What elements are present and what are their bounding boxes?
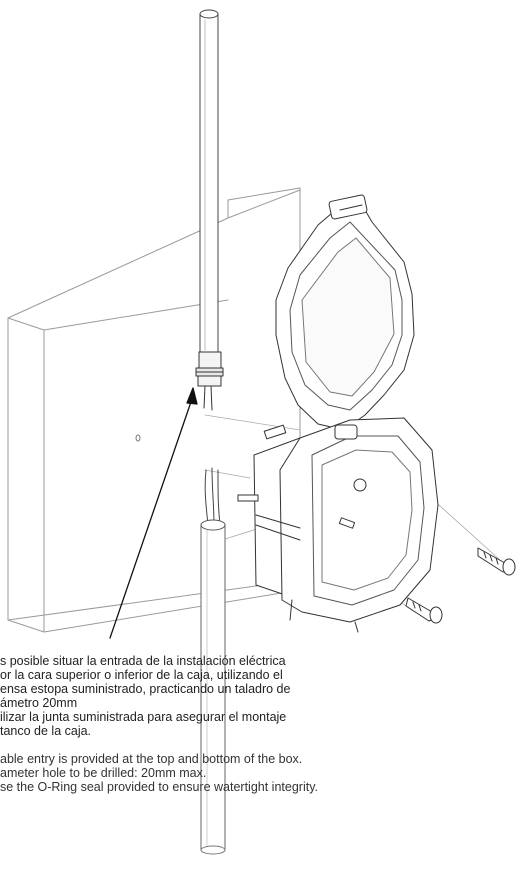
instructions-english: able entry is provided at the top and bo… — [0, 752, 318, 794]
instruction-line: ensa estopa suministrado, practicando un… — [0, 682, 291, 696]
upper-conduit — [199, 9, 219, 355]
instruction-line: se the O-Ring seal provided to ensure wa… — [0, 780, 318, 794]
instruction-line: s posible situar la entrada de la instal… — [0, 654, 286, 668]
instruction-line: or la cara superior o inferior de la caj… — [0, 668, 283, 682]
instruction-line: able entry is provided at the top and bo… — [0, 752, 303, 766]
instruction-line: tanco de la caja. — [0, 724, 92, 738]
cable-gland — [195, 351, 224, 411]
instruction-line: ameter hole to be drilled: 20mm max. — [0, 766, 207, 780]
screw-bottom — [405, 597, 443, 624]
lid — [275, 194, 415, 431]
instruction-line: ámetro 20mm — [0, 696, 78, 710]
instructions-spanish: s posible situar la entrada de la instal… — [0, 654, 290, 738]
screw-right — [477, 547, 516, 576]
pointer-arrow — [109, 387, 198, 639]
lower-conduit — [200, 467, 226, 855]
instruction-line: ilizar la junta suministrada para asegur… — [0, 710, 287, 724]
enclosure-box — [237, 417, 439, 633]
